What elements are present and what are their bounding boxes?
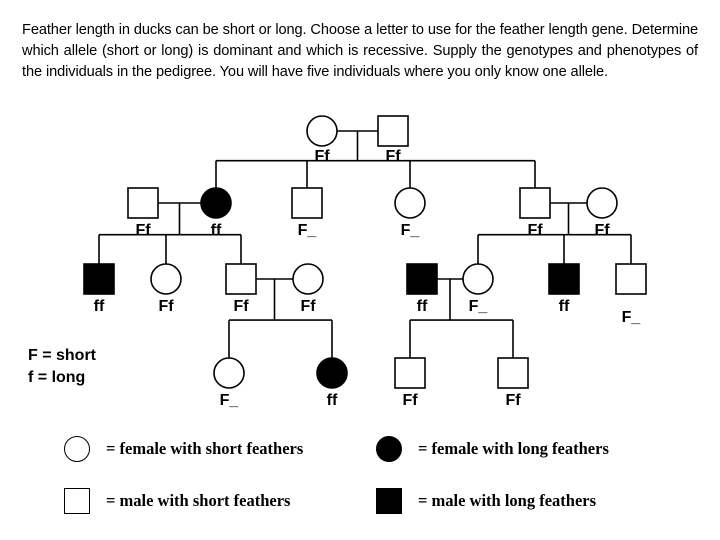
pedigree-female-unaffected-symbol[interactable] bbox=[462, 263, 494, 295]
pedigree-connector-lines bbox=[98, 130, 632, 358]
genotype-label: Ff bbox=[158, 298, 174, 315]
allele-key-line-recessive: f = long bbox=[28, 369, 86, 386]
pedigree-female-unaffected-symbol[interactable] bbox=[306, 115, 338, 147]
genotype-label: ff bbox=[327, 392, 338, 409]
pedigree-male-unaffected-symbol[interactable] bbox=[615, 263, 647, 295]
legend-label: = male with short feathers bbox=[106, 491, 291, 510]
genotype-label: F_ bbox=[298, 222, 318, 239]
legend-label: = female with long feathers bbox=[418, 439, 609, 458]
pedigree-male-unaffected-symbol[interactable] bbox=[127, 187, 159, 219]
genotype-label: ff bbox=[211, 222, 222, 239]
pedigree-male-unaffected-symbol[interactable] bbox=[394, 357, 426, 389]
pedigree-female-unaffected-symbol[interactable] bbox=[394, 187, 426, 219]
genotype-label: F_ bbox=[401, 222, 421, 239]
allele-key: F = short f = long bbox=[28, 345, 96, 389]
genotype-label: F_ bbox=[622, 309, 642, 326]
female-affected-icon bbox=[376, 436, 402, 462]
pedigree-female-unaffected-symbol[interactable] bbox=[213, 357, 245, 389]
legend-label: = female with short feathers bbox=[106, 439, 304, 458]
genotype-label: Ff bbox=[135, 222, 151, 239]
legend-item-male-long: = male with long feathers bbox=[376, 488, 596, 514]
legend: = female with short feathers = female wi… bbox=[0, 436, 720, 540]
genotype-label: ff bbox=[559, 298, 570, 315]
pedigree-male-affected-symbol[interactable] bbox=[548, 263, 580, 295]
pedigree-female-affected-symbol[interactable] bbox=[200, 187, 232, 219]
genotype-label: Ff bbox=[233, 298, 249, 315]
pedigree-male-unaffected-symbol[interactable] bbox=[291, 187, 323, 219]
genotype-label: ff bbox=[94, 298, 105, 315]
female-unaffected-icon bbox=[64, 436, 90, 462]
genotype-label: Ff bbox=[300, 298, 316, 315]
male-affected-icon bbox=[376, 488, 402, 514]
pedigree-female-unaffected-symbol[interactable] bbox=[292, 263, 324, 295]
pedigree-female-unaffected-symbol[interactable] bbox=[586, 187, 618, 219]
pedigree-male-unaffected-symbol[interactable] bbox=[519, 187, 551, 219]
genotype-label: Ff bbox=[594, 222, 610, 239]
genotype-label: Ff bbox=[505, 392, 521, 409]
page-title: Feather length in ducks can be short or … bbox=[22, 22, 698, 80]
genotype-label: Ff bbox=[527, 222, 543, 239]
genotype-label: Ff bbox=[402, 392, 418, 409]
pedigree-male-unaffected-symbol[interactable] bbox=[377, 115, 409, 147]
genotype-label: F_ bbox=[220, 392, 240, 409]
genotype-label: F_ bbox=[469, 298, 489, 315]
pedigree-female-affected-symbol[interactable] bbox=[316, 357, 348, 389]
male-unaffected-icon bbox=[64, 488, 90, 514]
legend-label: = male with long feathers bbox=[418, 491, 597, 510]
allele-key-line-dominant: F = short bbox=[28, 347, 97, 364]
legend-item-male-short: = male with short feathers bbox=[64, 488, 290, 514]
legend-item-female-long: = female with long feathers bbox=[376, 436, 609, 462]
genotype-label: Ff bbox=[385, 148, 401, 165]
pedigree-female-unaffected-symbol[interactable] bbox=[150, 263, 182, 295]
genotype-label: Ff bbox=[314, 148, 330, 165]
pedigree-male-unaffected-symbol[interactable] bbox=[497, 357, 529, 389]
pedigree-male-affected-symbol[interactable] bbox=[83, 263, 115, 295]
genotype-label: ff bbox=[417, 298, 428, 315]
legend-item-female-short: = female with short feathers bbox=[64, 436, 303, 462]
pedigree-male-affected-symbol[interactable] bbox=[406, 263, 438, 295]
pedigree-male-unaffected-symbol[interactable] bbox=[225, 263, 257, 295]
